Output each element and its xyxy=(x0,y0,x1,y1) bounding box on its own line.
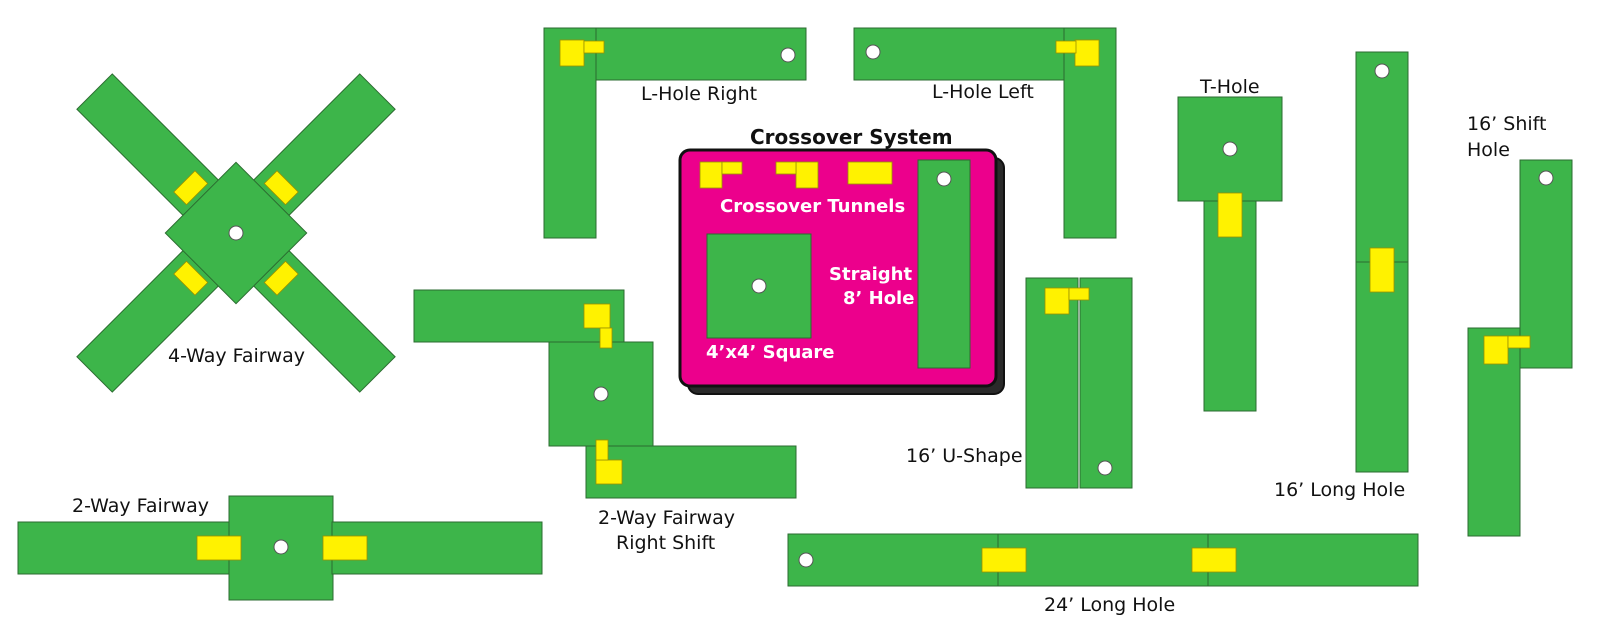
shift-label-1: 2-Way Fairway xyxy=(598,507,735,529)
crossover-tunnels-label: Crossover Tunnels xyxy=(720,196,905,217)
long24-bumper-1 xyxy=(981,547,1027,573)
shift16-bumper xyxy=(1483,335,1509,365)
shift-bumper-bottom xyxy=(595,459,623,485)
four-way-bumper-ne xyxy=(263,170,299,206)
shift-label-2: Right Shift xyxy=(616,532,715,554)
long16-top xyxy=(1355,51,1409,263)
u-shape-bumper xyxy=(1044,287,1070,315)
shift-bumper-top-tab xyxy=(599,327,613,349)
four-way-bumper-nw xyxy=(173,170,209,206)
l-hole-left: L-Hole Left xyxy=(853,27,1117,239)
long-hole-16: 16’ Long Hole xyxy=(1274,51,1409,501)
shift16-bumper-tab xyxy=(1507,335,1531,349)
two-way-cup xyxy=(273,539,289,555)
t-hole-label: T-Hole xyxy=(1199,76,1260,98)
crossover-tunnel-2-tab xyxy=(775,161,797,175)
long16-bumper xyxy=(1369,247,1395,293)
u-shape-bumper-tab xyxy=(1068,287,1090,301)
crossover-square-label: 4’x4’ Square xyxy=(706,342,835,363)
crossover-system: Crossover System Crossover Tunnels 4’x4’… xyxy=(678,125,1005,395)
crossover-straight-hole xyxy=(917,159,971,369)
l-left-bumper xyxy=(1074,39,1100,67)
crossover-straight-label-2: 8’ Hole xyxy=(843,288,914,309)
crossover-tunnel-1-tab xyxy=(721,161,743,175)
crossover-tunnel-2 xyxy=(795,161,819,189)
crossover-square-cup xyxy=(751,278,767,294)
t-hole-bumper xyxy=(1217,192,1243,238)
l-left-horizontal xyxy=(853,27,1065,81)
shift16-label-2: Hole xyxy=(1467,139,1510,161)
l-left-label: L-Hole Left xyxy=(932,81,1034,103)
shift16-label-1: 16’ Shift xyxy=(1467,113,1546,135)
long16-bottom xyxy=(1355,261,1409,473)
two-way-right-shift: 2-Way Fairway Right Shift xyxy=(413,289,797,554)
long16-label: 16’ Long Hole xyxy=(1274,479,1405,501)
u-shape-cup xyxy=(1097,460,1113,476)
two-way-fairway: 2-Way Fairway xyxy=(17,495,543,601)
long-hole-24: 24’ Long Hole xyxy=(787,533,1419,616)
shift16-cup xyxy=(1538,170,1554,186)
four-way-bumper-se xyxy=(263,260,299,296)
long24-section-2 xyxy=(997,533,1209,587)
u-shape-right xyxy=(1079,277,1133,489)
four-way-fairway: 4-Way Fairway xyxy=(76,73,396,393)
shift16-upper xyxy=(1519,159,1573,369)
t-hole: T-Hole xyxy=(1177,76,1283,412)
shift-hole-16: 16’ Shift Hole xyxy=(1467,113,1573,537)
long24-cup xyxy=(798,552,814,568)
crossover-straight-cup xyxy=(936,171,952,187)
shift-cup xyxy=(593,386,609,402)
t-hole-cup xyxy=(1222,141,1238,157)
crossover-straight-label-1: Straight xyxy=(829,264,912,285)
l-left-cup xyxy=(865,44,881,60)
two-way-label: 2-Way Fairway xyxy=(72,495,209,517)
long24-section-1 xyxy=(787,533,999,587)
l-right-label: L-Hole Right xyxy=(641,83,757,105)
u-shape-label: 16’ U-Shape xyxy=(906,445,1023,467)
long24-label: 24’ Long Hole xyxy=(1044,594,1175,616)
crossover-title: Crossover System xyxy=(750,125,953,149)
l-right-cup xyxy=(780,47,796,63)
four-way-label: 4-Way Fairway xyxy=(168,345,305,367)
l-left-bumper-tab xyxy=(1055,40,1077,54)
four-way-cup xyxy=(228,225,244,241)
two-way-bumper-left xyxy=(196,535,242,561)
l-right-bumper xyxy=(559,39,585,67)
u-shape-hole: 16’ U-Shape xyxy=(906,277,1133,489)
shift-bumper-bottom-tab xyxy=(595,439,609,461)
l-right-bumper-tab xyxy=(583,40,605,54)
shift-bumper-top xyxy=(583,303,611,329)
l-hole-right: L-Hole Right xyxy=(543,27,807,239)
l-right-horizontal xyxy=(595,27,807,81)
four-way-bumper-sw xyxy=(173,260,209,296)
long16-cup xyxy=(1374,63,1390,79)
long24-section-3 xyxy=(1207,533,1419,587)
two-way-left-section xyxy=(17,521,231,575)
crossover-tunnel-1 xyxy=(699,161,723,189)
long24-bumper-2 xyxy=(1191,547,1237,573)
two-way-bumper-right xyxy=(322,535,368,561)
crossover-tunnel-3 xyxy=(847,161,893,185)
